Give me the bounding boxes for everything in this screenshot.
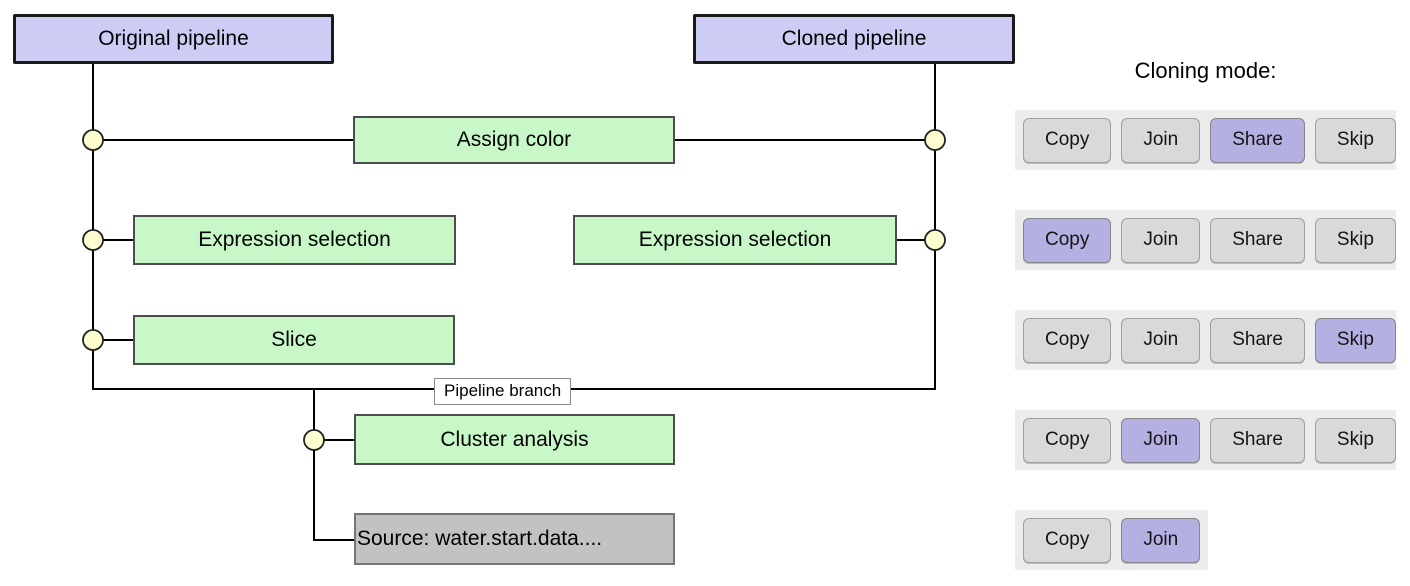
share-button[interactable]: Share	[1210, 417, 1305, 463]
share-button[interactable]: Share	[1210, 217, 1305, 263]
copy-button[interactable]: Copy	[1023, 217, 1112, 263]
connector-dot	[924, 229, 946, 251]
cloning-mode-row-slice: Copy Join Share Skip	[1015, 310, 1396, 370]
cloning-mode-row-expression-selection: Copy Join Share Skip	[1015, 210, 1396, 270]
copy-button[interactable]: Copy	[1023, 317, 1112, 363]
connector-dots	[82, 129, 946, 451]
join-button[interactable]: Join	[1121, 417, 1201, 463]
cloning-mode-row-source: Copy Join	[1015, 510, 1208, 570]
connector-dot	[924, 129, 946, 151]
connector-dot	[82, 329, 104, 351]
share-button[interactable]: Share	[1210, 317, 1305, 363]
cloning-mode-row-assign-color: Copy Join Share Skip	[1015, 110, 1396, 170]
join-button[interactable]: Join	[1121, 217, 1201, 263]
pipeline-branch-label: Pipeline branch	[434, 378, 572, 405]
node-source: Source: water.start.data....	[354, 513, 675, 565]
original-pipeline-header: Original pipeline	[13, 14, 334, 64]
skip-button[interactable]: Skip	[1314, 217, 1396, 263]
share-button[interactable]: Share	[1210, 117, 1305, 163]
copy-button[interactable]: Copy	[1023, 517, 1112, 563]
join-button[interactable]: Join	[1121, 317, 1201, 363]
connector-dot	[303, 429, 325, 451]
node-assign-color: Assign color	[353, 116, 675, 164]
node-cluster-analysis: Cluster analysis	[354, 414, 675, 465]
node-slice: Slice	[133, 315, 455, 365]
join-button[interactable]: Join	[1121, 517, 1201, 563]
connector-dot	[82, 129, 104, 151]
skip-button[interactable]: Skip	[1314, 117, 1396, 163]
cloned-pipeline-header: Cloned pipeline	[693, 14, 1015, 64]
node-expression-selection-cloned: Expression selection	[573, 215, 897, 265]
cloning-mode-label: Cloning mode:	[1134, 58, 1277, 83]
connector-dot	[82, 229, 104, 251]
join-button[interactable]: Join	[1121, 117, 1201, 163]
skip-button[interactable]: Skip	[1314, 317, 1396, 363]
skip-button[interactable]: Skip	[1314, 417, 1396, 463]
node-expression-selection-original: Expression selection	[133, 215, 456, 265]
cloning-mode-row-cluster-analysis: Copy Join Share Skip	[1015, 410, 1396, 470]
copy-button[interactable]: Copy	[1023, 117, 1112, 163]
copy-button[interactable]: Copy	[1023, 417, 1112, 463]
